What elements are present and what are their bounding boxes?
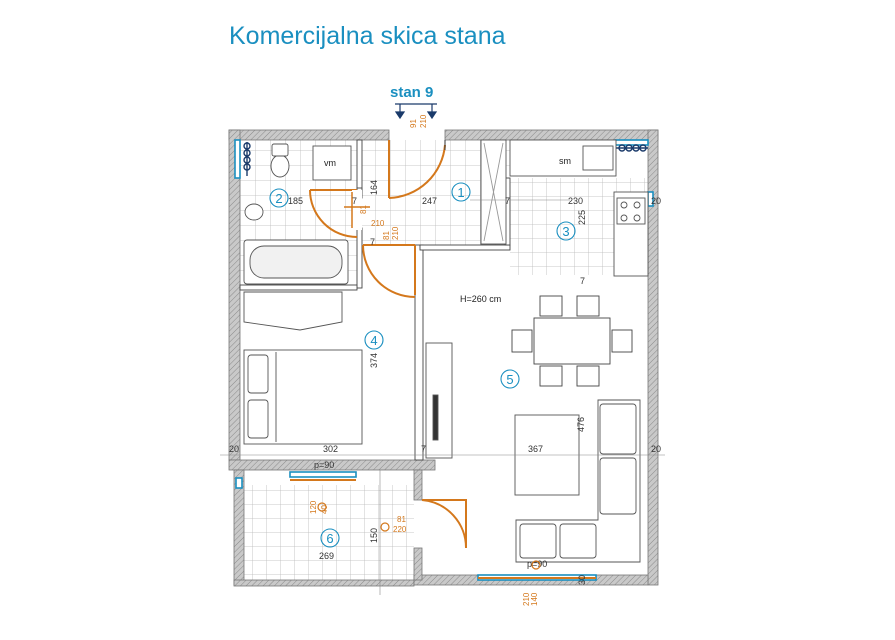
bathroom-door-width: 81 (359, 205, 368, 214)
door-drain-icon (380, 522, 390, 532)
balcony-floor (244, 485, 414, 580)
dining-table (511, 295, 633, 387)
balcony-sill-b: 40 (320, 505, 329, 514)
bathroom-door (309, 189, 358, 238)
washing-machine-label: vm (324, 158, 336, 168)
dim-247: 247 (422, 196, 437, 206)
bathroom-door-height: 210 (371, 219, 385, 228)
balcony-door (421, 499, 468, 549)
bedroom-door (362, 244, 416, 298)
wardrobe (243, 291, 343, 331)
bedroom-door-width: 81 (382, 231, 391, 240)
radiator-icon (243, 142, 648, 176)
dim-30: 30 (577, 575, 587, 585)
bottom-window-height: 210 (522, 592, 531, 606)
balcony-drain-icon (317, 502, 327, 512)
washing-machine (312, 145, 352, 181)
double-bed (243, 349, 363, 445)
balcony-door-height: 220 (393, 525, 407, 534)
fridge (480, 139, 507, 245)
dim-225: 225 (577, 210, 587, 225)
dim-367: 367 (528, 444, 543, 454)
dim-20-b: 20 (651, 196, 661, 206)
room-number-3: 3 (562, 224, 569, 239)
toilet (270, 154, 290, 178)
window-balcony (289, 471, 357, 478)
entry-door-width: 91 (409, 119, 418, 128)
washbasin (244, 203, 264, 221)
dim-7-e: 7 (421, 444, 426, 454)
dim-374: 374 (369, 353, 379, 368)
room-number-1: 1 (457, 185, 464, 200)
dim-302: 302 (323, 444, 338, 454)
dim-20-a: 20 (229, 444, 239, 454)
dim-150: 150 (369, 528, 379, 543)
room-number-6: 6 (326, 531, 333, 546)
dim-230: 230 (568, 196, 583, 206)
dim-164: 164 (369, 180, 379, 195)
bedroom-door-height: 210 (391, 226, 400, 240)
window-balcony-left (235, 477, 243, 489)
tall-cabinet (425, 342, 453, 459)
entry-door-height: 210 (419, 114, 428, 128)
dim-7-c: 7 (505, 196, 510, 206)
window-drain-icon (531, 560, 541, 570)
room-markers (269, 182, 576, 548)
window-living-label: p=90 (527, 559, 547, 569)
room-number-4: 4 (370, 333, 377, 348)
window-bathroom (234, 139, 241, 179)
dim-7-a: 7 (352, 196, 357, 206)
entry-door (388, 140, 446, 199)
dim-269: 269 (319, 551, 334, 561)
ceiling-height: H=260 cm (460, 294, 501, 304)
bottom-window-width: 140 (530, 592, 539, 606)
dim-185: 185 (288, 196, 303, 206)
balcony-door-width: 81 (397, 515, 406, 524)
page-title: Komercijalna skica stana (229, 22, 506, 50)
room-number-5: 5 (506, 372, 513, 387)
balcony-sill-a: 120 (309, 500, 318, 514)
window-balcony-label: p=90 (314, 460, 334, 470)
dim-7-d: 7 (580, 276, 585, 286)
entry-arrow (394, 103, 438, 120)
dim-20-c: 20 (651, 444, 661, 454)
room-number-2: 2 (275, 191, 282, 206)
kitchen-counter (509, 139, 649, 277)
dishwasher-label: sm (559, 156, 571, 166)
dim-476: 476 (576, 417, 586, 432)
interior-walls (239, 139, 511, 461)
bathroom-fixtures (243, 143, 352, 285)
unit-label: stan 9 (390, 84, 433, 101)
window-kitchen-top (614, 139, 649, 146)
doors (309, 140, 468, 549)
dim-7-b: 7 (370, 237, 375, 247)
